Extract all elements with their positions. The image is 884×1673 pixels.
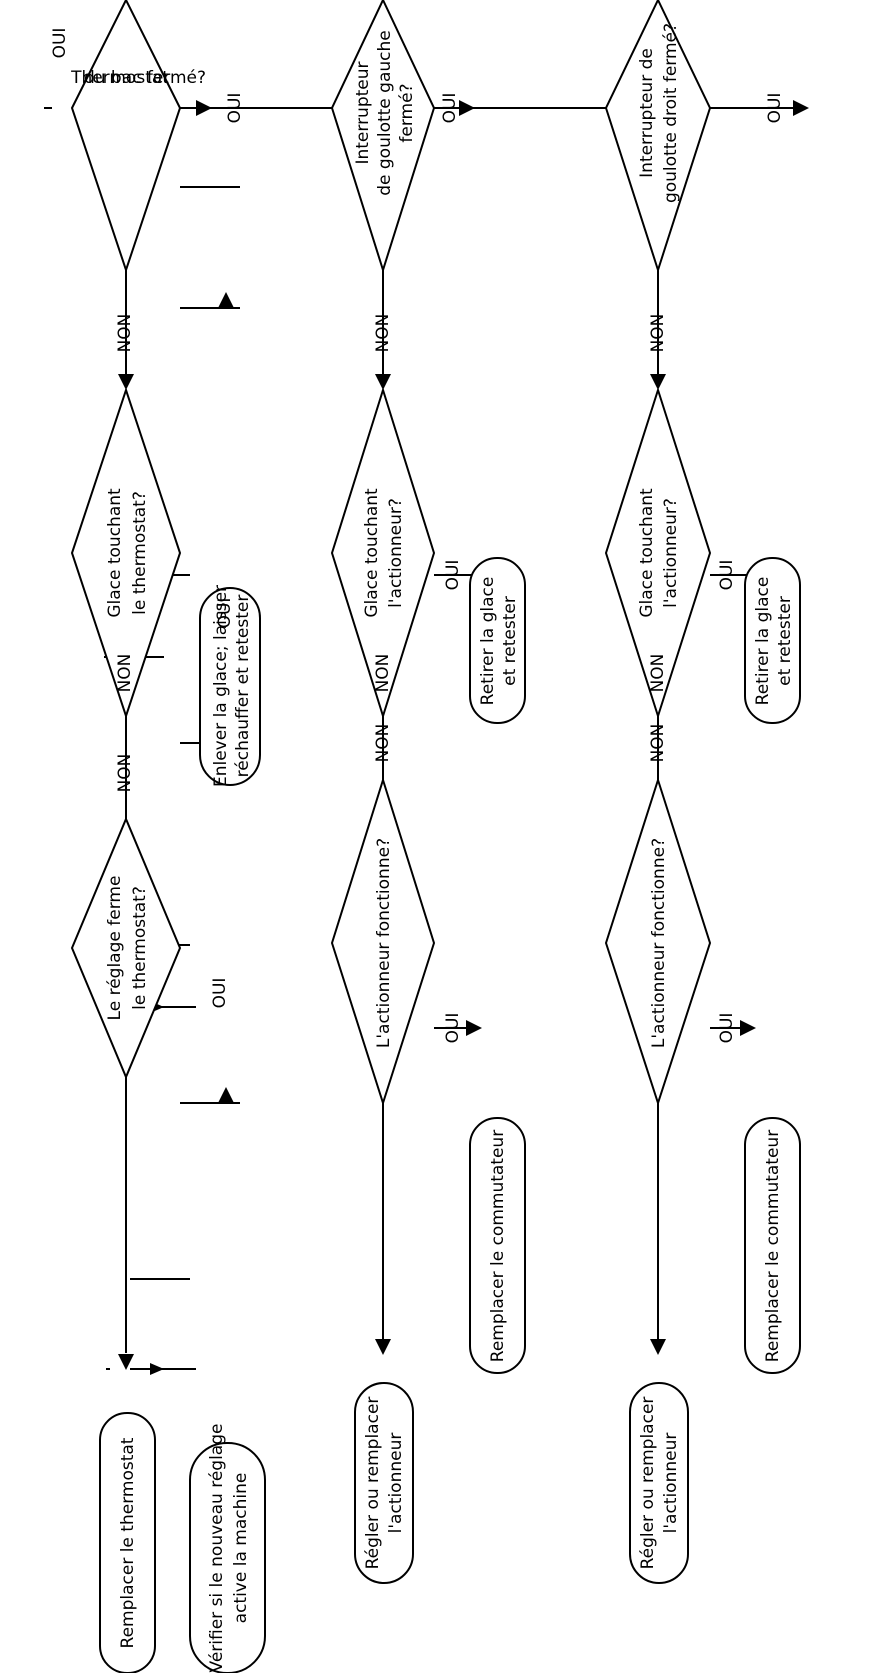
terminal-retirer-glace-1-line2: et retester [500, 596, 520, 686]
decision-reglage-ferme-line2: le thermostat? [130, 886, 150, 1010]
label-non: NON [373, 654, 393, 693]
decision-reglage-ferme [70, 816, 182, 1080]
decision-interrupteur-gauche-line1: Interrupteur [353, 61, 373, 164]
arrowhead [118, 1354, 134, 1370]
decision-glace-thermostat-line1: Glace touchant [105, 488, 125, 618]
arrowhead [118, 374, 134, 390]
arrowhead [650, 374, 666, 390]
arrowhead [740, 1020, 756, 1036]
terminal-enlever-glace [199, 587, 261, 786]
terminal-retirer-glace-2-line1: Retirer la glace [753, 577, 773, 706]
terminal-retirer-glace-1-line1: Retirer la glace [478, 577, 498, 706]
terminal-remplacer-thermostat [99, 1412, 156, 1673]
decision-glace-actionneur-1-line1: Glace touchant [362, 488, 382, 618]
label-non: NON [373, 724, 393, 763]
decision-thermostat-bac-line2: du bac fermé? [84, 68, 206, 88]
flowchart-content: Thermostat du bac fermé? Glace touchant … [44, 0, 809, 1673]
terminal-verifier-reglage-line2: active la machine [231, 1473, 251, 1624]
label-oui: OUI [443, 560, 463, 591]
arrowhead [218, 1087, 234, 1103]
decision-reglage-ferme-line1: Le réglage ferme [105, 876, 125, 1021]
label-non: NON [648, 654, 668, 693]
terminal-remplacer-commutateur-2 [744, 1117, 801, 1374]
arrowhead [375, 1339, 391, 1355]
terminal-enlever-glace-line1: Enlever la glace; laisser [211, 585, 231, 787]
terminal-regler-actionneur-2 [629, 1382, 689, 1584]
label-oui: OUI [717, 1013, 737, 1044]
decision-thermostat-bac [70, 0, 182, 274]
terminal-remplacer-thermostat-text: Remplacer le thermostat [118, 1437, 138, 1648]
terminal-remplacer-commutateur-1-text: Remplacer le commutateur [488, 1130, 508, 1362]
terminal-enlever-glace-line2: réchauffer et retester [233, 595, 253, 778]
label-non: NON [115, 654, 135, 693]
terminal-retirer-glace-2-line2: et retester [775, 596, 795, 686]
arrowhead [150, 1363, 164, 1375]
label-oui: OUI [765, 93, 785, 124]
decision-actionneur-fonctionne-2 [604, 776, 712, 1107]
terminal-regler-actionneur-1-line2: l'actionneur [386, 1433, 406, 1534]
label-non: NON [648, 724, 668, 763]
decision-glace-actionneur-2-line1: Glace touchant [637, 488, 657, 618]
decision-thermostat-bac-line1: Thermostat [70, 68, 169, 88]
rail-thermostat: Thermostat du bac fermé? Glace touchant … [44, 0, 266, 1673]
decision-actionneur-fonctionne-1 [330, 776, 436, 1107]
label-non: NON [115, 314, 135, 353]
decision-glace-actionneur-1 [330, 386, 436, 720]
terminal-regler-actionneur-1 [354, 1382, 414, 1584]
label-non: NON [115, 754, 135, 793]
decision-interrupteur-gauche [330, 0, 436, 274]
decision-actionneur-fonctionne-2-text: L'actionneur fonctionne? [649, 838, 669, 1048]
decision-interrupteur-droit [604, 0, 712, 274]
decision-interrupteur-droit-line2: goulotte droit fermé? [661, 23, 681, 203]
arrowhead [218, 292, 234, 308]
terminal-remplacer-commutateur-1 [469, 1117, 526, 1374]
decision-glace-thermostat [70, 386, 182, 720]
terminal-retirer-glace-2 [744, 557, 801, 724]
terminal-retirer-glace-1 [469, 557, 526, 724]
decision-glace-actionneur-2 [604, 386, 712, 720]
arrowhead [650, 1339, 666, 1355]
decision-glace-actionneur-2-line2: l'actionneur? [661, 498, 681, 608]
decision-interrupteur-gauche-line2: de goulotte gauche [375, 30, 395, 196]
terminal-regler-actionneur-1-line1: Régler ou remplacer [363, 1397, 383, 1570]
label-oui: OUI [50, 28, 70, 59]
terminal-regler-actionneur-2-line1: Régler ou remplacer [638, 1397, 658, 1570]
decision-interrupteur-droit-line1: Interrupteur de [637, 48, 657, 178]
decision-glace-thermostat-line2: le thermostat? [130, 491, 150, 615]
label-oui: OUI [443, 1013, 463, 1044]
terminal-remplacer-commutateur-2-text: Remplacer le commutateur [763, 1130, 783, 1362]
rail-goulotte-droit: Interrupteur de goulotte droit fermé? Gl… [604, 0, 809, 1584]
rail-goulotte-gauche: Interrupteur de goulotte gauche fermé? G… [330, 0, 526, 1584]
decision-actionneur-fonctionne-1-text: L'actionneur fonctionne? [374, 838, 394, 1048]
label-oui: OUI [210, 978, 230, 1009]
arrowhead [375, 374, 391, 390]
label-oui: OUI [215, 598, 235, 629]
terminal-verifier-reglage [189, 1442, 266, 1673]
terminal-verifier-reglage-line1: Vérifier si le nouveau réglage [207, 1424, 227, 1673]
terminal-regler-actionneur-2-line2: l'actionneur [661, 1433, 681, 1534]
decision-glace-actionneur-1-line2: l'actionneur? [386, 498, 406, 608]
decision-interrupteur-gauche-line3: fermé? [397, 83, 417, 142]
label-non: NON [373, 314, 393, 353]
label-non: NON [648, 314, 668, 353]
label-oui: OUI [717, 560, 737, 591]
arrowhead [793, 100, 809, 116]
arrowhead [466, 1020, 482, 1036]
